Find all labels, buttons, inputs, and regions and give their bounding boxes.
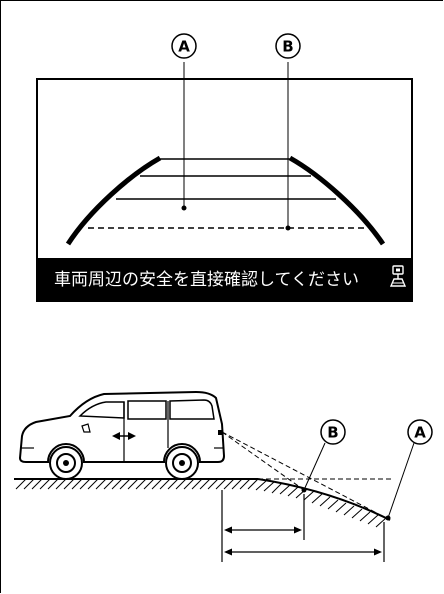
sight-line-to-a [221,431,391,521]
marker-circle-b [275,33,301,59]
van-door-handle-slide [128,432,136,440]
ground [14,478,391,528]
van-middle-window [127,400,167,420]
guide-rail-right [288,155,386,246]
leader-dot-a [181,205,187,211]
distance-dimensions [221,490,385,562]
side-marker-circle-a [407,419,433,445]
side-marker-circle-b [320,419,346,445]
van-rear-window [169,399,215,420]
side-view: B A [14,390,433,562]
sight-lines [221,431,394,521]
caption-bar [37,258,412,301]
van-mirror [81,423,91,433]
side-leader-a [387,442,415,519]
van-front-window [78,401,125,419]
van-front-wheel [49,446,83,480]
caption-text: 車両周辺の安全を直接確認してください [54,270,359,290]
guide-rail-left [65,155,162,246]
van-door-handle-front [112,432,120,440]
rear-camera [218,430,223,435]
ground-hatching [15,478,387,528]
leader-dot-b [285,225,291,231]
ground-slope-line [257,478,391,521]
side-marker-label-a: A [414,424,426,442]
marker-label-b: B [282,38,293,56]
side-leader-b [303,442,326,491]
camera-sensor-icon [389,265,407,287]
van-rear-wheel [165,446,199,480]
side-marker-label-b: B [327,424,338,442]
sight-line-to-b [221,431,305,491]
marker-circle-a [171,33,197,59]
van-illustration [18,390,226,480]
marker-label-a: A [178,38,190,56]
monitor-view: A B 車両周辺の安全を直接確認してください [36,33,413,302]
